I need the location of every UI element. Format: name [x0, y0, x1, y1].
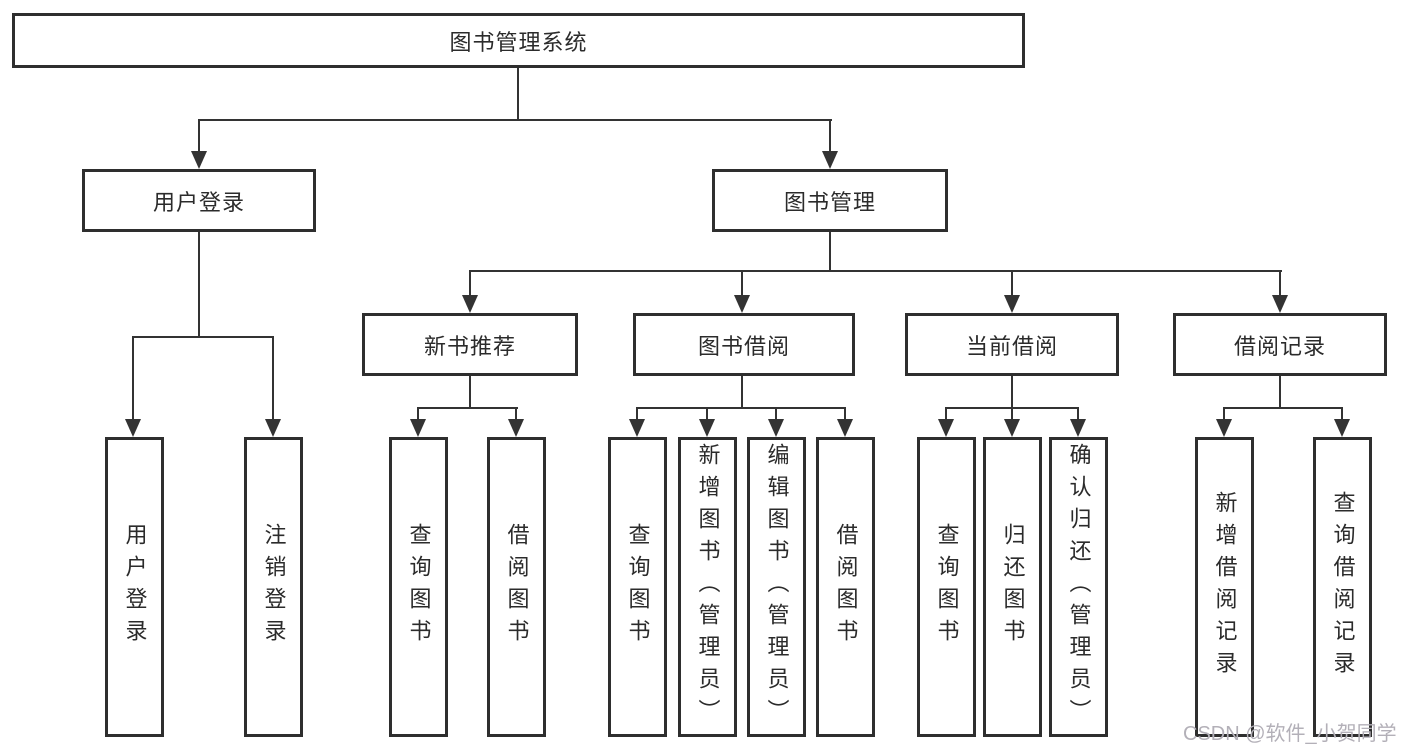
node-new-book-recommend: 新书推荐: [362, 313, 578, 376]
leaf-confirm-return-admin: 确认归还（管理员）: [1049, 437, 1108, 737]
root-node: 图书管理系统: [12, 13, 1025, 68]
node-book-management: 图书管理: [712, 169, 948, 232]
connector-line: [1077, 407, 1079, 421]
arrow-down-icon: [1004, 295, 1020, 313]
connector-line: [741, 376, 743, 409]
connector-line: [844, 407, 846, 421]
connector-line: [1011, 407, 1013, 421]
connector-line: [1011, 270, 1013, 296]
leaf-edit-book-admin: 编辑图书（管理员）: [747, 437, 806, 737]
arrow-down-icon: [1272, 295, 1288, 313]
leaf-logout: 注销登录: [244, 437, 303, 737]
connector-line: [469, 270, 471, 296]
arrow-down-icon: [629, 419, 645, 437]
connector-line: [417, 407, 518, 409]
arrow-down-icon: [1334, 419, 1350, 437]
leaf-add-book-admin: 新增图书（管理员）: [678, 437, 737, 737]
connector-line: [775, 407, 777, 421]
connector-line: [417, 407, 419, 421]
leaf-borrow-book: 借阅图书: [816, 437, 875, 737]
connector-line: [515, 407, 517, 421]
connector-line: [1223, 407, 1343, 409]
connector-line: [198, 119, 832, 121]
arrow-down-icon: [508, 419, 524, 437]
connector-line: [636, 407, 638, 421]
leaf-query-book-current: 查询图书: [917, 437, 976, 737]
arrow-down-icon: [191, 151, 207, 169]
arrow-down-icon: [938, 419, 954, 437]
connector-line: [741, 270, 743, 296]
connector-line: [198, 232, 200, 338]
arrow-down-icon: [1216, 419, 1232, 437]
arrow-down-icon: [1004, 419, 1020, 437]
connector-line: [1011, 376, 1013, 409]
arrow-down-icon: [265, 419, 281, 437]
connector-line: [829, 232, 831, 272]
arrow-down-icon: [699, 419, 715, 437]
connector-line: [132, 336, 134, 420]
arrow-down-icon: [734, 295, 750, 313]
arrow-down-icon: [768, 419, 784, 437]
leaf-return-book: 归还图书: [983, 437, 1042, 737]
connector-line: [517, 68, 519, 121]
connector-line: [706, 407, 708, 421]
connector-line: [132, 336, 274, 338]
leaf-user-login: 用户登录: [105, 437, 164, 737]
csdn-watermark: CSDN @软件_小贺同学: [1183, 723, 1397, 745]
arrow-down-icon: [1070, 419, 1086, 437]
leaf-query-book-borrow: 查询图书: [608, 437, 667, 737]
leaf-query-book-recommend: 查询图书: [389, 437, 448, 737]
connector-line: [469, 270, 1282, 272]
node-book-borrow: 图书借阅: [633, 313, 855, 376]
connector-line: [198, 119, 200, 152]
arrow-down-icon: [410, 419, 426, 437]
leaf-query-borrow-record: 查询借阅记录: [1313, 437, 1372, 737]
arrow-down-icon: [462, 295, 478, 313]
leaf-add-borrow-record: 新增借阅记录: [1195, 437, 1254, 737]
connector-line: [636, 407, 846, 409]
node-user-login: 用户登录: [82, 169, 316, 232]
connector-line: [829, 119, 831, 152]
leaf-borrow-book-recommend: 借阅图书: [487, 437, 546, 737]
arrow-down-icon: [837, 419, 853, 437]
node-borrow-records: 借阅记录: [1173, 313, 1387, 376]
arrow-down-icon: [822, 151, 838, 169]
connector-line: [1279, 270, 1281, 296]
connector-line: [1341, 407, 1343, 421]
connector-line: [469, 376, 471, 409]
connector-line: [1223, 407, 1225, 421]
arrow-down-icon: [125, 419, 141, 437]
connector-line: [945, 407, 947, 421]
connector-line: [272, 336, 274, 420]
node-current-borrow: 当前借阅: [905, 313, 1119, 376]
connector-line: [1279, 376, 1281, 409]
